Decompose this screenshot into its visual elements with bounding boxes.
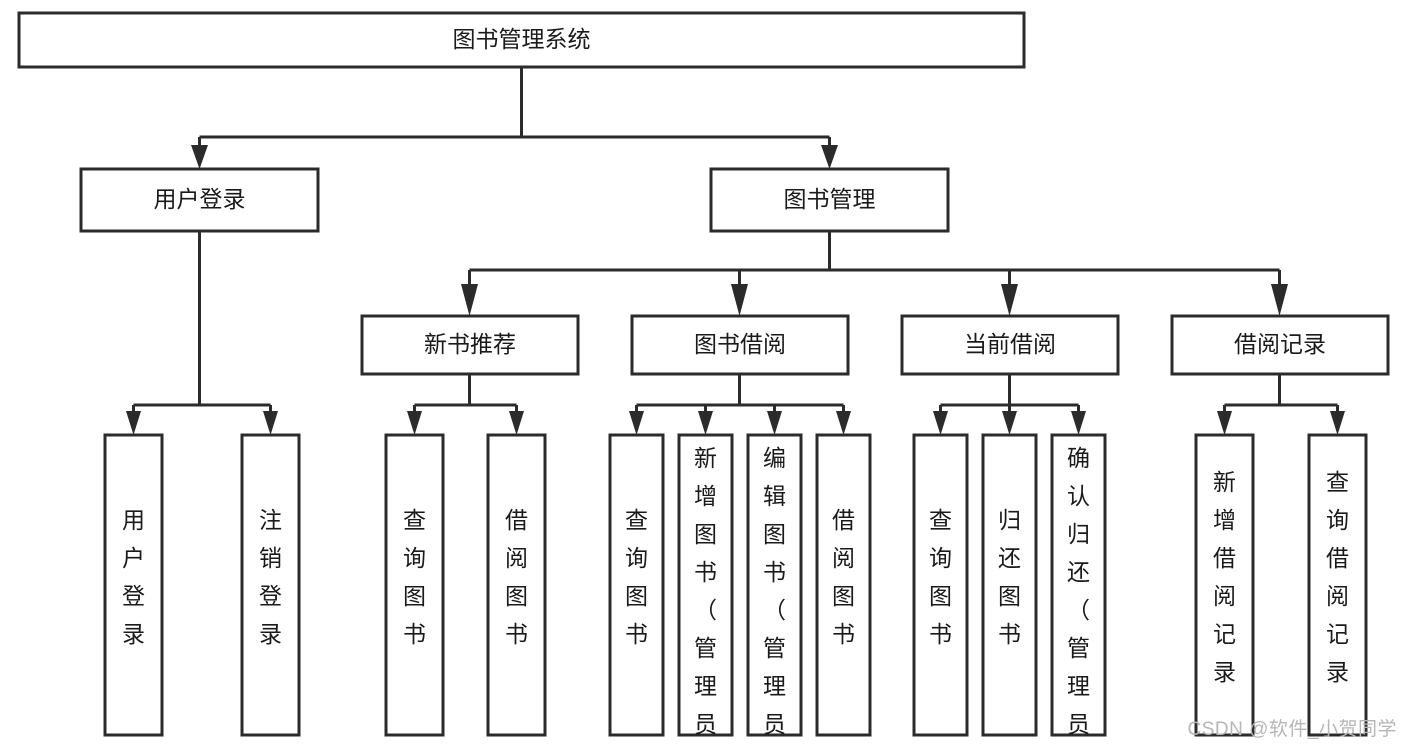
arrow-root-to-book-manage <box>821 145 838 169</box>
node-leaf-user-login-label: 用户登录 <box>122 507 145 647</box>
node-leaf-query-book-3-box[interactable] <box>912 433 969 737</box>
node-leaf-query-book-1-label: 查询图书 <box>403 507 426 647</box>
node-current-borrow-box[interactable] <box>900 314 1120 376</box>
node-leaf-add-book-label: 新增图书（管理员） <box>694 445 717 747</box>
node-leaf-add-record[interactable]: 新增借阅记录 <box>1194 433 1255 737</box>
node-leaf-query-record-label: 查询借阅记录 <box>1326 469 1349 685</box>
node-leaf-confirm-return[interactable]: 确认归还（管理员） <box>1050 433 1107 747</box>
node-leaf-borrow-book-1-label: 借阅图书 <box>505 507 528 647</box>
node-leaf-edit-book[interactable]: 编辑图书（管理员） <box>746 433 803 747</box>
node-leaf-query-book-2-label: 查询图书 <box>625 507 648 647</box>
node-leaf-query-book-1[interactable]: 查询图书 <box>384 433 445 737</box>
node-leaf-return-book-label: 归还图书 <box>998 507 1021 647</box>
node-book-borrow-box[interactable] <box>630 314 850 376</box>
arrow-to-leaf-logout <box>263 411 278 435</box>
node-leaf-user-login-box[interactable] <box>103 433 164 737</box>
node-new-book-rec-box[interactable] <box>360 314 580 376</box>
arrow-to-leaf-query-book-3 <box>933 411 948 435</box>
node-leaf-borrow-book-1-box[interactable] <box>486 433 547 737</box>
node-root[interactable]: 图书管理系统 <box>17 11 1026 69</box>
node-leaf-add-record-box[interactable] <box>1194 433 1255 737</box>
node-leaf-edit-book-label: 编辑图书（管理员） <box>763 445 786 747</box>
node-root-box[interactable] <box>17 11 1026 69</box>
node-leaf-query-record[interactable]: 查询借阅记录 <box>1307 433 1368 737</box>
arrow-to-leaf-edit-book <box>767 411 782 435</box>
node-leaf-add-record-label: 新增借阅记录 <box>1213 469 1236 685</box>
node-leaf-query-book-2[interactable]: 查询图书 <box>608 433 665 737</box>
node-borrow-record-box[interactable] <box>1170 314 1390 376</box>
arrow-to-leaf-query-book-1 <box>407 411 422 435</box>
node-leaf-logout-label: 注销登录 <box>259 507 282 647</box>
arrow-to-leaf-confirm-return <box>1071 411 1086 435</box>
node-user-login-label: 用户登录 <box>154 186 246 212</box>
node-leaf-confirm-return-box[interactable] <box>1050 433 1107 737</box>
node-leaf-user-login[interactable]: 用户登录 <box>103 433 164 737</box>
arrow-root-to-user-login <box>191 145 208 169</box>
arrow-to-leaf-user-login <box>126 411 141 435</box>
node-leaf-query-record-box[interactable] <box>1307 433 1368 737</box>
node-leaf-confirm-return-label: 确认归还（管理员） <box>1067 445 1090 747</box>
node-leaf-logout[interactable]: 注销登录 <box>240 433 301 737</box>
node-leaf-borrow-book-1[interactable]: 借阅图书 <box>486 433 547 737</box>
node-book-borrow-label: 图书借阅 <box>694 331 786 357</box>
node-borrow-record[interactable]: 借阅记录 <box>1170 314 1390 376</box>
node-leaf-borrow-book-2-label: 借阅图书 <box>832 507 855 647</box>
arrow-to-new-book-rec <box>461 284 478 316</box>
arrow-to-leaf-borrow-book-1 <box>509 411 524 435</box>
node-new-book-rec-label: 新书推荐 <box>424 331 516 357</box>
node-leaf-query-book-2-box[interactable] <box>608 433 665 737</box>
arrow-to-leaf-query-book-2 <box>629 411 644 435</box>
arrow-to-leaf-add-book <box>698 411 713 435</box>
arrow-to-borrow-record <box>1271 284 1288 316</box>
node-leaf-edit-book-box[interactable] <box>746 433 803 737</box>
node-book-manage-box[interactable] <box>709 167 950 233</box>
arrow-to-leaf-borrow-book-2 <box>836 411 851 435</box>
arrow-to-book-borrow <box>731 284 748 316</box>
arrow-to-leaf-add-record <box>1217 411 1232 435</box>
node-leaf-add-book-box[interactable] <box>677 433 734 737</box>
node-leaf-query-book-1-box[interactable] <box>384 433 445 737</box>
node-leaf-borrow-book-2-box[interactable] <box>815 433 872 737</box>
arrow-to-leaf-query-record <box>1330 411 1345 435</box>
node-leaf-return-book[interactable]: 归还图书 <box>981 433 1038 737</box>
node-leaf-query-book-3[interactable]: 查询图书 <box>912 433 969 737</box>
node-leaf-borrow-book-2[interactable]: 借阅图书 <box>815 433 872 737</box>
node-book-manage-label: 图书管理 <box>784 186 876 212</box>
node-user-login-box[interactable] <box>79 167 320 233</box>
node-leaf-query-book-3-label: 查询图书 <box>929 507 952 647</box>
node-leaf-add-book[interactable]: 新增图书（管理员） <box>677 433 734 747</box>
node-book-borrow[interactable]: 图书借阅 <box>630 314 850 376</box>
node-current-borrow-label: 当前借阅 <box>964 331 1056 357</box>
connector-layer <box>126 67 1345 435</box>
node-user-login[interactable]: 用户登录 <box>79 167 320 233</box>
node-book-manage[interactable]: 图书管理 <box>709 167 950 233</box>
node-current-borrow[interactable]: 当前借阅 <box>900 314 1120 376</box>
node-leaf-logout-box[interactable] <box>240 433 301 737</box>
node-root-label: 图书管理系统 <box>453 26 591 52</box>
node-new-book-rec[interactable]: 新书推荐 <box>360 314 580 376</box>
node-leaf-return-book-box[interactable] <box>981 433 1038 737</box>
arrow-to-leaf-return-book <box>1002 411 1017 435</box>
arrow-to-current-borrow <box>1001 284 1018 316</box>
node-borrow-record-label: 借阅记录 <box>1234 331 1326 357</box>
